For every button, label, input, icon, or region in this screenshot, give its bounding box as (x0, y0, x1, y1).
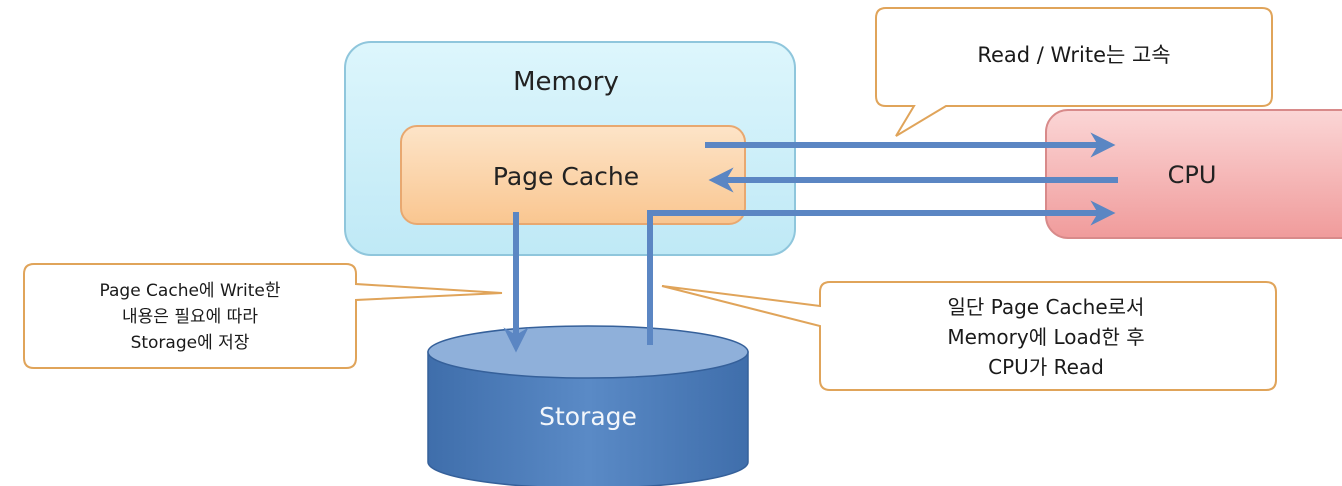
callout-load-read-line2: Memory에 Load한 후 (947, 325, 1144, 349)
storage-cylinder: Storage (427, 325, 749, 486)
memory-label: Memory (513, 67, 619, 97)
callout-page-cache-write-line2: 내용은 필요에 따라 (122, 307, 258, 327)
callout-read-write: Read / Write는 고속 (875, 7, 1273, 137)
page-cache-box: Page Cache (400, 125, 746, 225)
callout-load-read-line3: CPU가 Read (988, 355, 1104, 379)
callout-page-cache-write-line1: Page Cache에 Write한 (100, 281, 281, 301)
cpu-box: CPU (1045, 109, 1342, 239)
callout-page-cache-write-line3: Storage에 저장 (131, 333, 250, 353)
callout-read-write-text: Read / Write는 고속 (977, 43, 1170, 67)
page-cache-label: Page Cache (493, 162, 639, 191)
callout-load-read: 일단 Page Cache로서 Memory에 Load한 후 CPU가 Rea… (661, 281, 1277, 391)
callout-load-read-line1: 일단 Page Cache로서 (948, 295, 1145, 319)
storage-label: Storage (539, 402, 637, 431)
cpu-label: CPU (1168, 161, 1217, 189)
callout-page-cache-write: Page Cache에 Write한 내용은 필요에 따라 Storage에 저… (23, 263, 503, 369)
